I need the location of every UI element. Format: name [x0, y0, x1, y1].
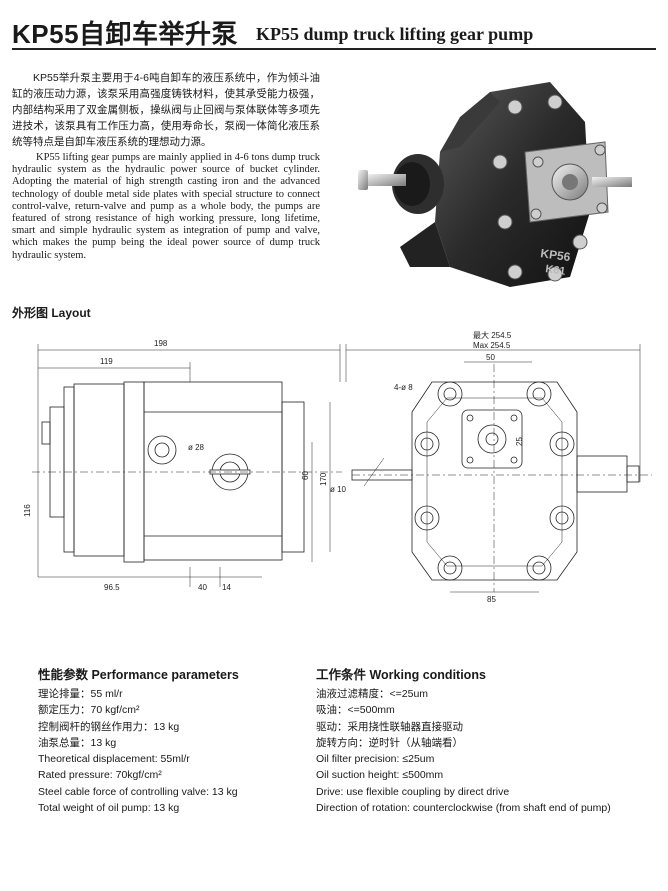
dim-198: 198 [154, 339, 168, 348]
title-cn: KP55自卸车举升泵 [12, 19, 239, 49]
dim-170: 170 [319, 472, 328, 486]
dim-119: 119 [100, 357, 113, 366]
dim-14: 14 [222, 583, 231, 592]
side-view [32, 344, 342, 587]
intro-text-en: KP55 lifting gear pumps are mainly appli… [12, 152, 320, 261]
working-item: Oil suction height: ≤500mm [316, 769, 444, 782]
performance-list: 理论排量：55 ml/r 额定压力：70 kgf/cm² 控制阀杆的钢丝作用力：… [38, 686, 238, 816]
performance-item: Theoretical displacement: 55ml/r [38, 753, 190, 766]
pump-cast-label-bottom: K61 [545, 263, 567, 278]
performance-heading: 性能参数 Performance parameters [38, 668, 239, 682]
performance-item: Steel cable force of controlling valve: … [38, 785, 238, 798]
intro-text-cn: KP55举升泵主要用于4-6吨自卸车的液压系统中，作为倾斗油缸的液压动力源，该泵… [12, 72, 320, 148]
performance-item: 油泵总量：13 kg [38, 736, 117, 749]
dim-max-cn: 最大 254.5 [473, 330, 512, 340]
dim-4-phi8: 4-ø 8 [394, 383, 413, 392]
working-item: Drive: use flexible coupling by direct d… [316, 785, 510, 798]
working-item: 驱动：采用挠性联轴器直接驱动 [316, 720, 463, 733]
dim-max-en: Max 254.5 [473, 341, 511, 350]
pump-photo: KP56 K61 [358, 82, 632, 287]
performance-item: Total weight of oil pump: 13 kg [38, 802, 180, 815]
performance-item: Rated pressure: 70kgf/cm² [38, 769, 162, 782]
dim-85: 85 [487, 595, 496, 604]
title-divider [12, 48, 656, 50]
layout-drawing: 198 119 116 ø 28 60 170 96.5 40 14 [23, 330, 652, 604]
performance-item: 理论排量：55 ml/r [38, 688, 123, 700]
working-list: 油液过滤精度：<=25um 吸油：<=500mm 驱动：采用挠性联轴器直接驱动 … [316, 686, 611, 816]
working-item: 吸油：<=500mm [316, 704, 395, 717]
performance-item: 控制阀杆的钢丝作用力：13 kg [38, 720, 180, 733]
front-view [345, 344, 652, 593]
layout-heading: 外形图 Layout [12, 306, 91, 320]
dim-116: 116 [23, 504, 32, 517]
pump-cast-label-top: KP56 [540, 246, 572, 264]
dim-96-5: 96.5 [104, 583, 120, 592]
working-heading: 工作条件 Working conditions [316, 668, 486, 682]
working-item: 油液过滤精度：<=25um [316, 688, 429, 700]
dim-40: 40 [198, 583, 207, 592]
dim-phi10: ø 10 [330, 485, 347, 494]
performance-item: 额定压力：70 kgf/cm² [38, 704, 140, 717]
dim-50: 50 [486, 353, 495, 362]
working-item: Direction of rotation: counterclockwise … [316, 802, 611, 815]
dim-60: 60 [301, 471, 310, 480]
dim-phi28: ø 28 [188, 443, 205, 452]
working-item: Oil filter precision: ≤25um [316, 753, 435, 766]
title-en: KP55 dump truck lifting gear pump [256, 24, 534, 44]
working-item: 旋转方向：逆时针（从轴端看） [316, 736, 463, 749]
dim-25: 25 [515, 437, 524, 446]
